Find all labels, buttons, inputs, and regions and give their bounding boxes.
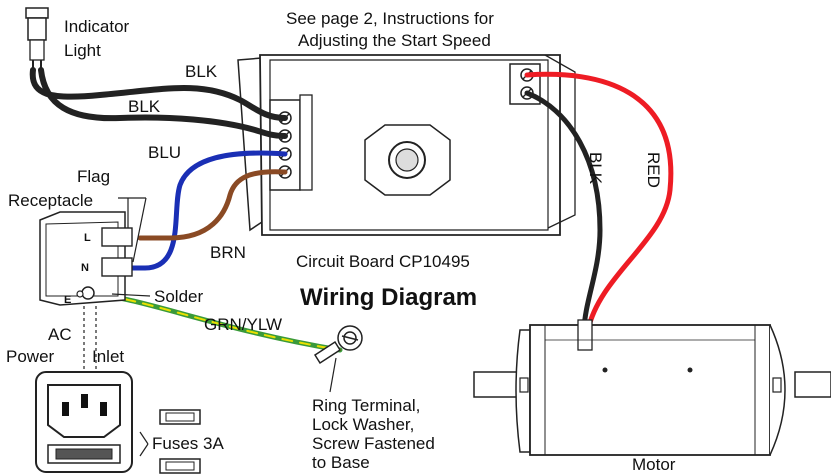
- wire-brn: [137, 169, 288, 241]
- wire-label-red-motor: RED: [644, 152, 663, 188]
- ring-terminal-label-4: to Base: [312, 453, 370, 472]
- wire-label-grn-ylw: GRN/YLW: [204, 315, 282, 334]
- fuses: [139, 409, 201, 474]
- motor: [473, 319, 831, 456]
- solder-label: Solder: [154, 287, 203, 306]
- indicator-light-label-1: Indicator: [64, 17, 130, 36]
- wire-blk-motor: [524, 90, 603, 333]
- note-line-1: See page 2, Instructions for: [286, 9, 494, 28]
- ring-terminal-label-2: Lock Washer,: [312, 415, 414, 434]
- circuit-board-label: Circuit Board CP10495: [296, 252, 470, 271]
- wire-red-motor: [524, 71, 674, 333]
- note-line-2: Adjusting the Start Speed: [298, 31, 491, 50]
- ring-terminal: [313, 325, 363, 393]
- ac-inlet-label-1: AC: [48, 325, 72, 344]
- receptacle-l-label: L: [84, 232, 91, 244]
- flag-receptacle-label-1: Flag: [77, 167, 110, 186]
- ac-power-inlet: [35, 371, 133, 473]
- ac-inlet-label-3: Inlet: [92, 347, 124, 366]
- fuses-label: Fuses 3A: [152, 434, 224, 453]
- wire-label-blk-motor: BLK: [586, 152, 605, 185]
- guide-lines: [83, 306, 97, 372]
- flag-receptacle: L N E: [39, 197, 147, 306]
- motor-label: Motor: [632, 455, 676, 474]
- diagram-title: Wiring Diagram: [300, 284, 477, 311]
- wire-blu: [125, 150, 288, 271]
- left-terminal-block: [269, 94, 313, 191]
- indicator-light: [25, 7, 49, 70]
- wire-label-blk-2: BLK: [128, 97, 161, 116]
- start-speed-adjuster: [364, 124, 451, 196]
- wire-label-blk-1: BLK: [185, 62, 218, 81]
- receptacle-e-label: E: [64, 294, 71, 306]
- indicator-light-label-2: Light: [64, 41, 101, 60]
- flag-receptacle-label-2: Receptacle: [8, 191, 93, 210]
- receptacle-n-label: N: [81, 262, 89, 274]
- ring-terminal-label-3: Screw Fastened: [312, 434, 435, 453]
- wire-label-brn: BRN: [210, 243, 246, 262]
- ac-inlet-label-2: Power: [6, 347, 55, 366]
- wire-blk-2: [38, 67, 288, 139]
- ring-terminal-label-1: Ring Terminal,: [312, 396, 420, 415]
- wire-label-blu: BLU: [148, 143, 181, 162]
- circuit-board: [237, 54, 576, 236]
